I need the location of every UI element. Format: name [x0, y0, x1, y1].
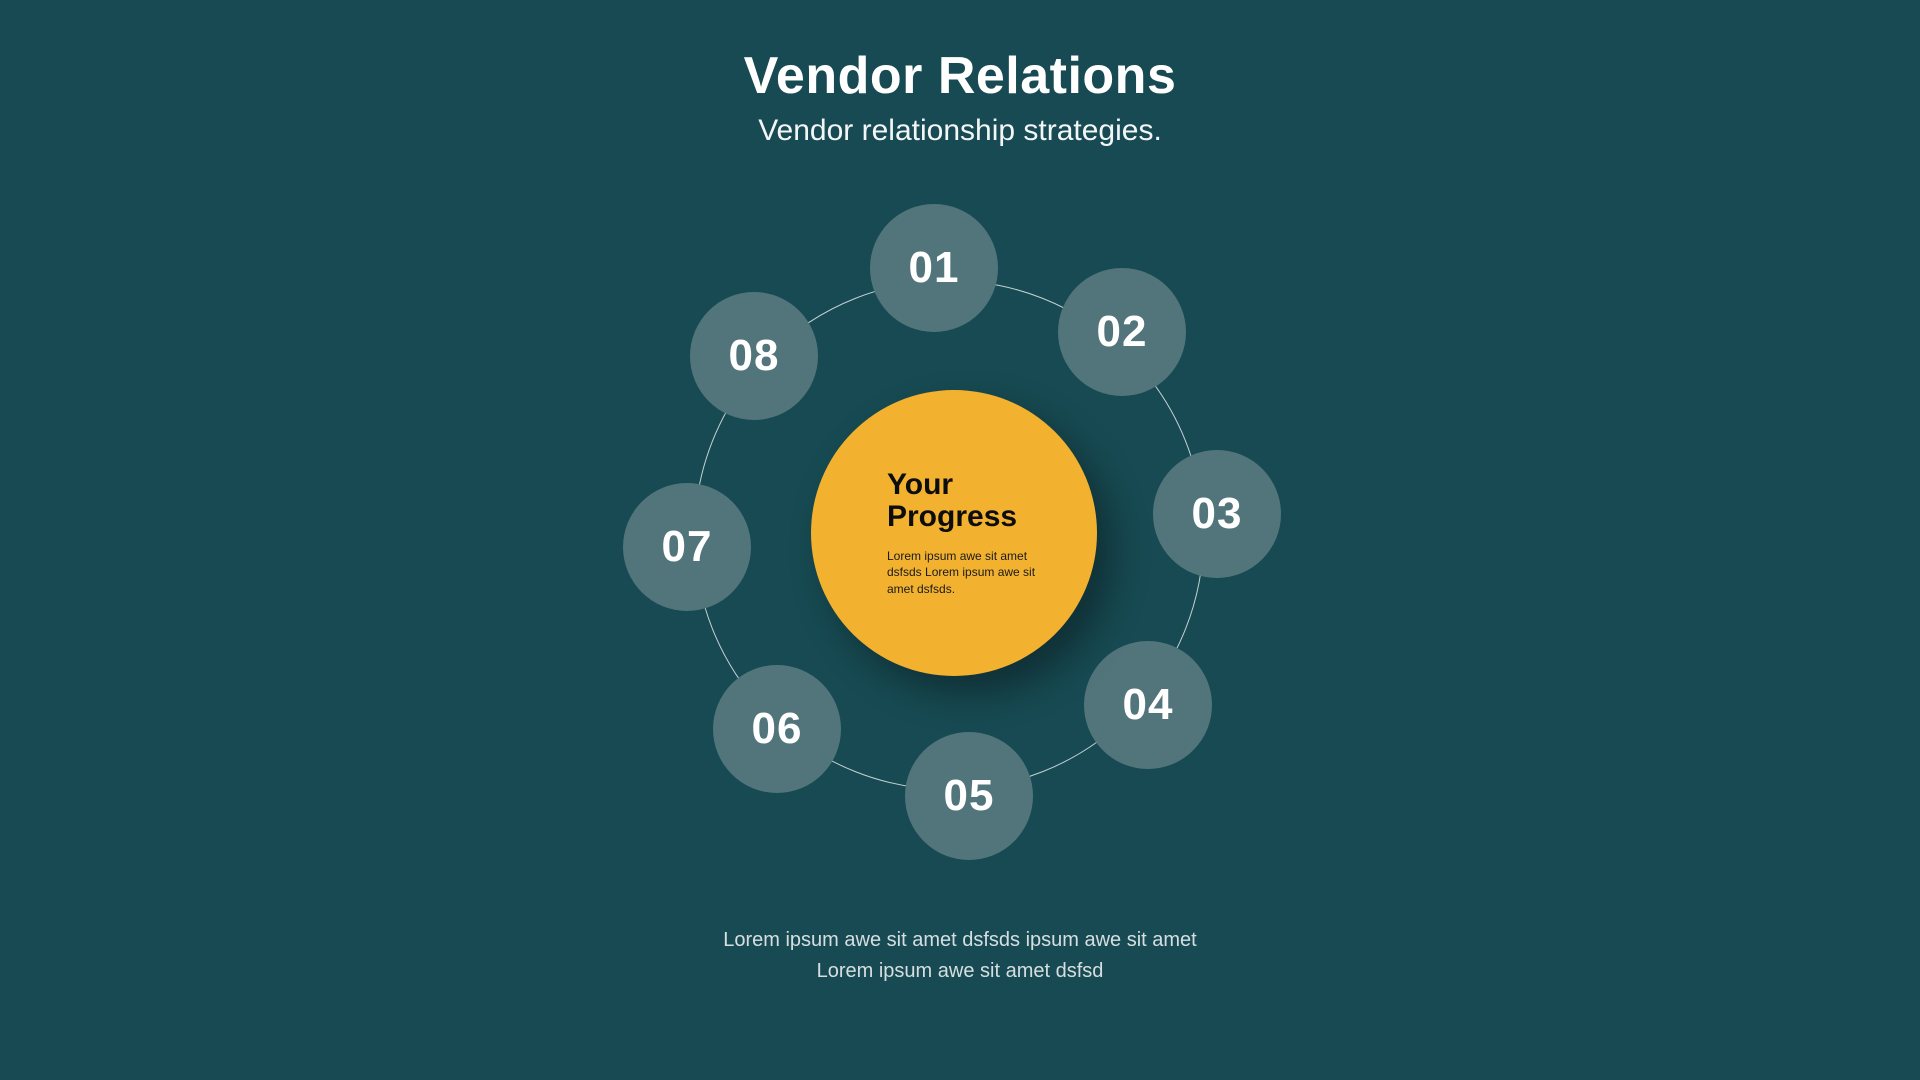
- step-node-06: 06: [713, 665, 841, 793]
- step-label-04: 04: [1122, 680, 1174, 729]
- step-label-03: 03: [1191, 489, 1243, 538]
- step-node-02: 02: [1058, 268, 1186, 396]
- step-label-05: 05: [943, 771, 995, 820]
- footer-line-1: Lorem ipsum awe sit amet dsfsds ipsum aw…: [723, 929, 1197, 951]
- step-label-06: 06: [751, 704, 803, 753]
- step-label-08: 08: [728, 331, 780, 380]
- step-label-01: 01: [908, 243, 960, 292]
- step-node-05: 05: [905, 732, 1033, 860]
- step-label-07: 07: [661, 522, 713, 571]
- center-description: Lorem ipsum awe sit amet dsfsds Lorem ip…: [887, 549, 1036, 596]
- step-node-04: 04: [1084, 641, 1212, 769]
- step-label-02: 02: [1096, 307, 1148, 356]
- center-circle: Your Progress Lorem ipsum awe sit amet d…: [811, 390, 1097, 676]
- step-node-07: 07: [623, 483, 751, 611]
- footer-caption: Lorem ipsum awe sit amet dsfsds ipsum aw…: [0, 925, 1920, 987]
- step-node-01: 01: [870, 204, 998, 332]
- page-title: Vendor Relations: [743, 47, 1177, 105]
- page-subtitle: Vendor relationship strategies.: [758, 114, 1162, 147]
- footer-line-2: Lorem ipsum awe sit amet dsfsd: [816, 960, 1104, 982]
- step-node-08: 08: [690, 292, 818, 420]
- center-heading: Your Progress: [887, 468, 1018, 533]
- step-node-03: 03: [1153, 450, 1281, 578]
- header: Vendor Relations Vendor relationship str…: [0, 46, 1920, 148]
